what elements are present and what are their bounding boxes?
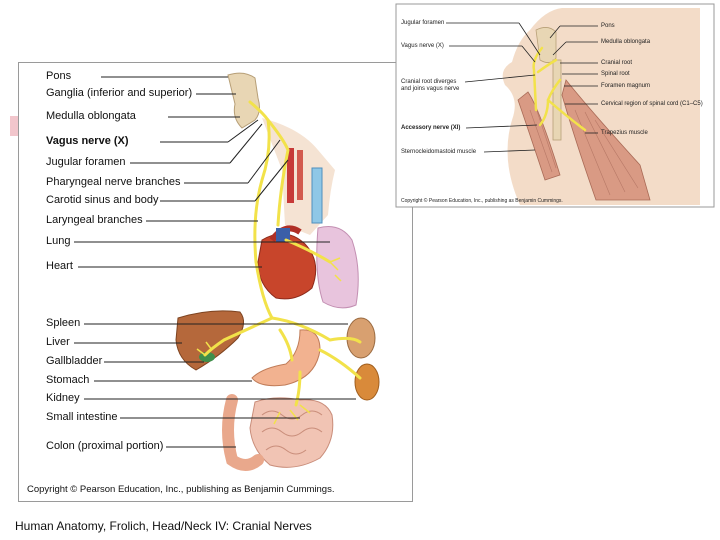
label-pharyngeal-nerve-branches: Pharyngeal nerve branches xyxy=(46,176,181,188)
accessory-nerve-paths xyxy=(532,46,587,132)
right-label-jugular-foramen: Jugular foramen xyxy=(401,20,445,26)
label-gallbladder: Gallbladder xyxy=(46,355,103,367)
right-label-trapezius-muscle: Trapezius muscle xyxy=(601,130,648,136)
label-liver: Liver xyxy=(46,336,70,348)
label-pons: Pons xyxy=(46,70,72,82)
label-carotid-sinus-and-body: Carotid sinus and body xyxy=(46,194,159,206)
right-label-foramen-magnum: Foramen magnum xyxy=(601,83,651,89)
label-kidney: Kidney xyxy=(46,392,80,404)
pulmonary-trunk xyxy=(276,228,290,242)
label-laryngeal-branches: Laryngeal branches xyxy=(46,214,143,226)
jugular-vein xyxy=(297,150,303,200)
right-label-cranial-root-diverges: Cranial root diverges and joins vagus ne… xyxy=(401,79,460,92)
label-ganglia: Ganglia (inferior and superior) xyxy=(46,87,193,99)
label-colon: Colon (proximal portion) xyxy=(46,440,164,452)
gallbladder-shape xyxy=(199,352,215,362)
left-copyright: Copyright © Pearson Education, Inc., pub… xyxy=(27,484,335,495)
carotid-artery xyxy=(287,148,294,203)
heart-shape xyxy=(257,233,317,300)
right-label-accessory-nerve: Accessory nerve (XI) xyxy=(401,125,461,131)
label-stomach: Stomach xyxy=(46,374,90,386)
label-small-intestine: Small intestine xyxy=(46,411,118,423)
vagus-nerve-paths xyxy=(203,100,362,407)
right-label-sternocleidomastoid: Sternocleidomastoid muscle xyxy=(401,149,477,155)
label-spleen: Spleen xyxy=(46,317,81,329)
right-label-pons: Pons xyxy=(601,23,615,29)
right-label-cervical-spinal-cord: Cervical region of spinal cord (C1–C5) xyxy=(601,101,703,107)
spinal-cord xyxy=(552,59,562,141)
intestine-loops xyxy=(261,410,323,455)
right-label-spinal-root: Spinal root xyxy=(601,71,630,77)
nerve-fine-branches xyxy=(196,257,342,425)
label-heart: Heart xyxy=(46,260,73,272)
trachea xyxy=(311,167,323,224)
liver-shape xyxy=(175,310,244,371)
slide-accent-tab xyxy=(10,116,18,136)
right-label-cranial-root: Cranial root xyxy=(601,60,633,66)
slide-footer-caption: Human Anatomy, Frolich, Head/Neck IV: Cr… xyxy=(15,519,312,533)
label-medulla-oblongata: Medulla oblongata xyxy=(46,110,136,122)
lung-shape xyxy=(316,226,359,309)
right-copyright: Copyright © Pearson Education, Inc., pub… xyxy=(401,198,563,204)
right-label-medulla-oblongata: Medulla oblongata xyxy=(601,39,651,45)
label-lung: Lung xyxy=(46,235,71,247)
left-leader-lines xyxy=(74,76,356,448)
brainstem-shape xyxy=(227,72,260,129)
muscle-striations xyxy=(529,107,639,196)
stomach-shape xyxy=(251,329,321,387)
kidney-shape xyxy=(354,363,380,401)
label-vagus-nerve: Vagus nerve (X) xyxy=(46,135,129,147)
label-jugular-foramen: Jugular foramen xyxy=(46,156,126,168)
right-label-vagus-nerve: Vagus nerve (X) xyxy=(401,43,444,49)
right-leader-lines xyxy=(446,22,598,153)
